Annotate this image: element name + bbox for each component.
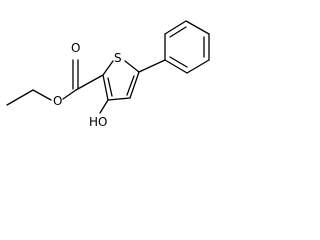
bond-c4-c3 [107, 97, 131, 101]
bond-c5-c4 [129, 71, 140, 99]
bond-ph-inner-a [169, 26, 187, 38]
bond-o-carbonyl-c [62, 89, 77, 100]
bond-ph-2-3 [164, 20, 187, 35]
bond-carbonyl-c2 [75, 74, 104, 91]
molecule-canvas: O O S HO [0, 0, 236, 135]
bond-ethyl-ch3-ch2 [6, 89, 34, 106]
bond-ethyl-ch2-o [32, 89, 52, 101]
atom-label-hydroxyl: HO [89, 115, 107, 129]
atom-label-carbonyl-oxygen: O [71, 41, 80, 55]
bond-ph-inner-c [169, 56, 188, 68]
bond-ph-6-1 [164, 59, 188, 74]
bond-c3-c2 [102, 74, 109, 101]
bond-c2-s [102, 60, 114, 76]
bond-c3-oh [99, 99, 109, 114]
bond-ph-3-4 [185, 20, 210, 35]
molecule-structure: O O S HO [6, 20, 210, 129]
bond-s-c5 [124, 60, 140, 73]
atom-label-sulfur: S [114, 51, 122, 65]
bond-c5-c4-inner [126, 75, 135, 96]
bond-c3-c2-inner [107, 77, 113, 97]
atom-label-ester-oxygen: O [53, 94, 62, 108]
bond-c5-phenyl [138, 59, 166, 73]
bond-ph-5-6 [186, 59, 210, 74]
